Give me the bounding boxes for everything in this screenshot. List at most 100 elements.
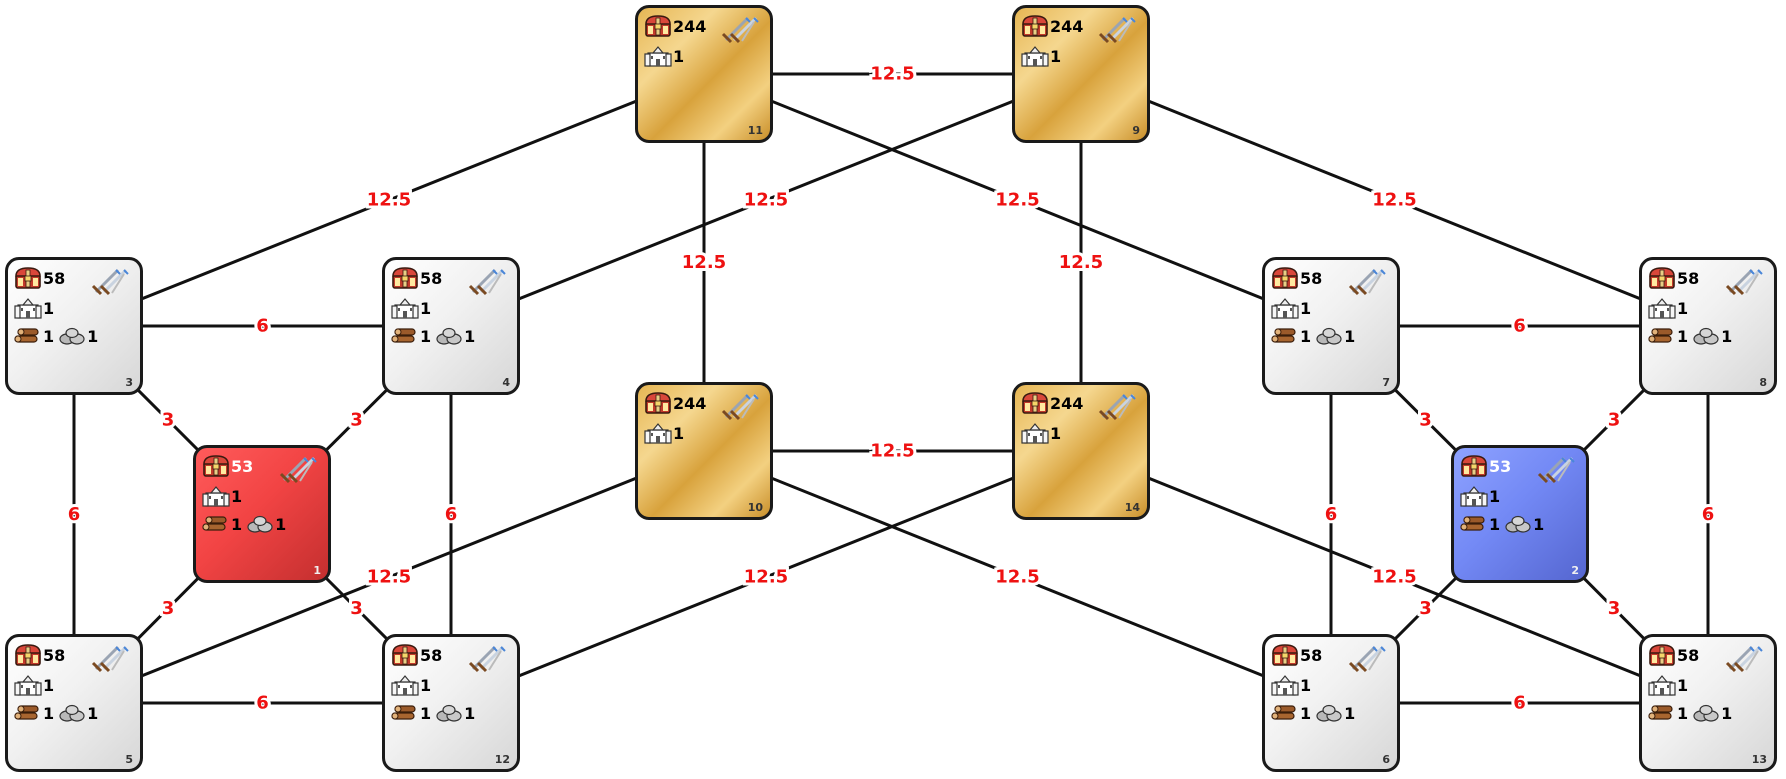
stone-value: 1 [1533,514,1545,534]
attack-indicator [278,454,318,488]
castle-row: 1 [14,296,58,320]
castle-value: 1 [673,423,685,443]
treasure-chest-icon [645,15,671,37]
castle-value: 1 [1300,298,1312,318]
castle-icon [1271,298,1299,319]
attack-indicator [1097,391,1137,425]
node-id-label: 14 [1124,501,1140,514]
stone-value: 1 [87,326,99,346]
gold-value: 58 [43,268,66,288]
wood-value: 1 [1677,703,1689,723]
stone-value: 1 [464,326,476,346]
stone-value: 1 [1721,703,1733,723]
wood-value: 1 [1300,703,1312,723]
territory-node-10[interactable]: 244 1 10 [635,382,773,520]
wood-value: 1 [43,703,55,723]
node-id-label: 2 [1571,564,1579,577]
stone-pile-icon [1505,515,1531,533]
castle-row: 1 [1648,673,1692,697]
resource-row: 1 1 [1648,701,1736,725]
castle-value: 1 [420,675,432,695]
wood-value: 1 [231,514,243,534]
castle-value: 1 [1050,46,1062,66]
treasure-chest-icon [1272,267,1298,289]
attack-indicator [467,266,507,300]
gold-row: 58 [1271,266,1326,290]
attack-indicator [1347,266,1387,300]
gold-row: 244 [644,14,710,38]
edge-weight-label: 12.5 [744,567,788,588]
resource-row: 1 1 [1648,324,1736,348]
edge-weight-label: 6 [256,693,269,714]
castle-value: 1 [43,675,55,695]
wood-logs-icon [1648,705,1673,720]
stone-pile-icon [59,327,85,345]
wood-value: 1 [43,326,55,346]
gold-value: 58 [43,645,66,665]
castle-row: 1 [202,484,246,508]
attack-indicator [1536,454,1576,488]
treasure-chest-icon [392,644,418,666]
node-id-label: 5 [125,753,133,766]
edge-weight-label: 6 [1513,693,1526,714]
edge-weight-label: 3 [1608,410,1621,431]
gold-value: 244 [673,16,707,36]
gold-row: 58 [1648,643,1703,667]
castle-icon [1460,486,1488,507]
castle-icon [14,298,42,319]
resource-row: 1 1 [391,324,479,348]
castle-icon [1021,46,1049,67]
edge-weight-label: 3 [1419,410,1432,431]
wood-logs-icon [391,705,416,720]
gold-row: 244 [1021,391,1087,415]
edge-weight-label: 3 [162,410,175,431]
stone-value: 1 [1344,703,1356,723]
edge-weight-label: 12.5 [870,64,914,85]
edge-11-3 [73,72,705,328]
edge-weight-label: 12.5 [870,441,914,462]
castle-icon [1021,423,1049,444]
castle-row: 1 [1271,296,1315,320]
treasure-chest-icon [392,267,418,289]
wood-logs-icon [1460,516,1485,531]
castle-icon [1271,675,1299,696]
edge-10-5 [73,449,705,705]
wood-value: 1 [1300,326,1312,346]
attack-indicator [720,391,760,425]
castle-value: 1 [1300,675,1312,695]
castle-row: 1 [14,673,58,697]
edge-10-6 [703,449,1332,705]
resource-row: 1 1 [202,512,290,536]
stone-value: 1 [1721,326,1733,346]
gold-value: 53 [231,456,254,476]
node-id-label: 10 [747,501,763,514]
castle-icon [1648,675,1676,696]
castle-value: 1 [420,298,432,318]
gold-value: 244 [673,393,707,413]
castle-value: 1 [673,46,685,66]
crossed-swords-icon [91,645,129,673]
crossed-swords-icon [1098,393,1136,421]
wood-logs-icon [14,328,39,343]
attack-indicator [467,643,507,677]
gold-value: 58 [1300,268,1323,288]
edge-11-7 [703,72,1332,328]
stone-pile-icon [1316,327,1342,345]
edge-weight-label: 6 [68,504,81,525]
resource-row: 1 1 [391,701,479,725]
crossed-swords-icon [468,268,506,296]
